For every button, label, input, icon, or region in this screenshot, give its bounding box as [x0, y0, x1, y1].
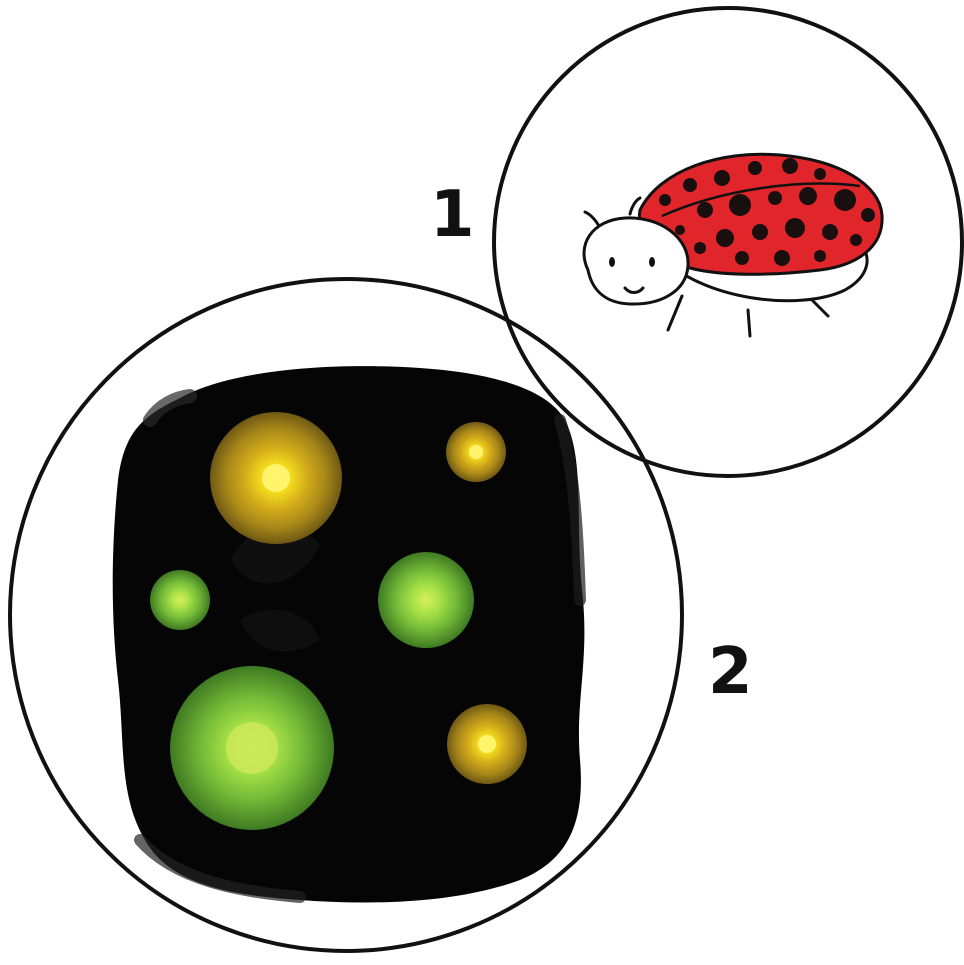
panel-2-label: 2 — [708, 635, 753, 709]
firefly-glow-green-middle — [378, 552, 474, 648]
panel-2: 2 — [10, 279, 753, 951]
firefly-glow-green-small-left — [150, 570, 210, 630]
night-sky-blob — [113, 366, 585, 902]
ladybug-icon — [584, 154, 882, 336]
panel-1-label: 1 — [430, 178, 475, 252]
